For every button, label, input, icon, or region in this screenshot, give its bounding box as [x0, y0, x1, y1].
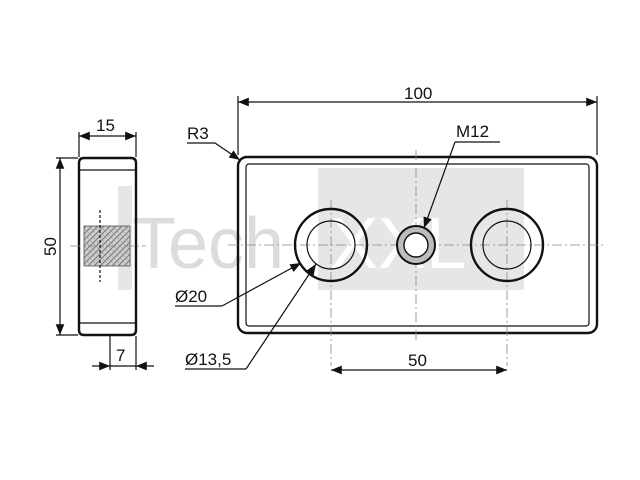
dim-corner-radius: R3: [187, 124, 241, 161]
dim-thread: M12: [423, 122, 500, 229]
dim-hole-spacing: 50: [331, 351, 507, 375]
dim-side-height: 50: [41, 157, 78, 336]
right-counterbore: [469, 207, 545, 283]
thread-hole-inner: [403, 232, 429, 258]
dim-counterbore: Ø20: [175, 262, 302, 307]
dim-side-thickness-label: 15: [96, 116, 115, 135]
dim-counterbore-label: Ø20: [175, 287, 207, 306]
left-hole: [306, 220, 356, 270]
watermark: Tech XXL: [118, 168, 524, 290]
dim-corner-radius-label: R3: [187, 124, 209, 143]
dim-hole-label: Ø13,5: [185, 350, 231, 369]
dim-side-height-label: 50: [41, 237, 60, 256]
front-view: [228, 150, 606, 366]
dim-side-offset: 7: [92, 336, 154, 371]
side-view-outline: [77, 156, 138, 337]
dim-side-thickness: 15: [78, 116, 137, 157]
right-hole: [482, 220, 532, 270]
dim-thread-label: M12: [456, 122, 489, 141]
side-view: [70, 156, 146, 337]
watermark-text-left: Tech: [132, 204, 284, 284]
dim-overall-length: 100: [237, 84, 598, 155]
dim-side-offset-label: 7: [116, 346, 125, 365]
dim-hole: Ø13,5: [185, 263, 317, 370]
dim-hole-spacing-label: 50: [408, 351, 427, 370]
left-counterbore: [293, 207, 369, 283]
dim-overall-length-label: 100: [404, 84, 432, 103]
